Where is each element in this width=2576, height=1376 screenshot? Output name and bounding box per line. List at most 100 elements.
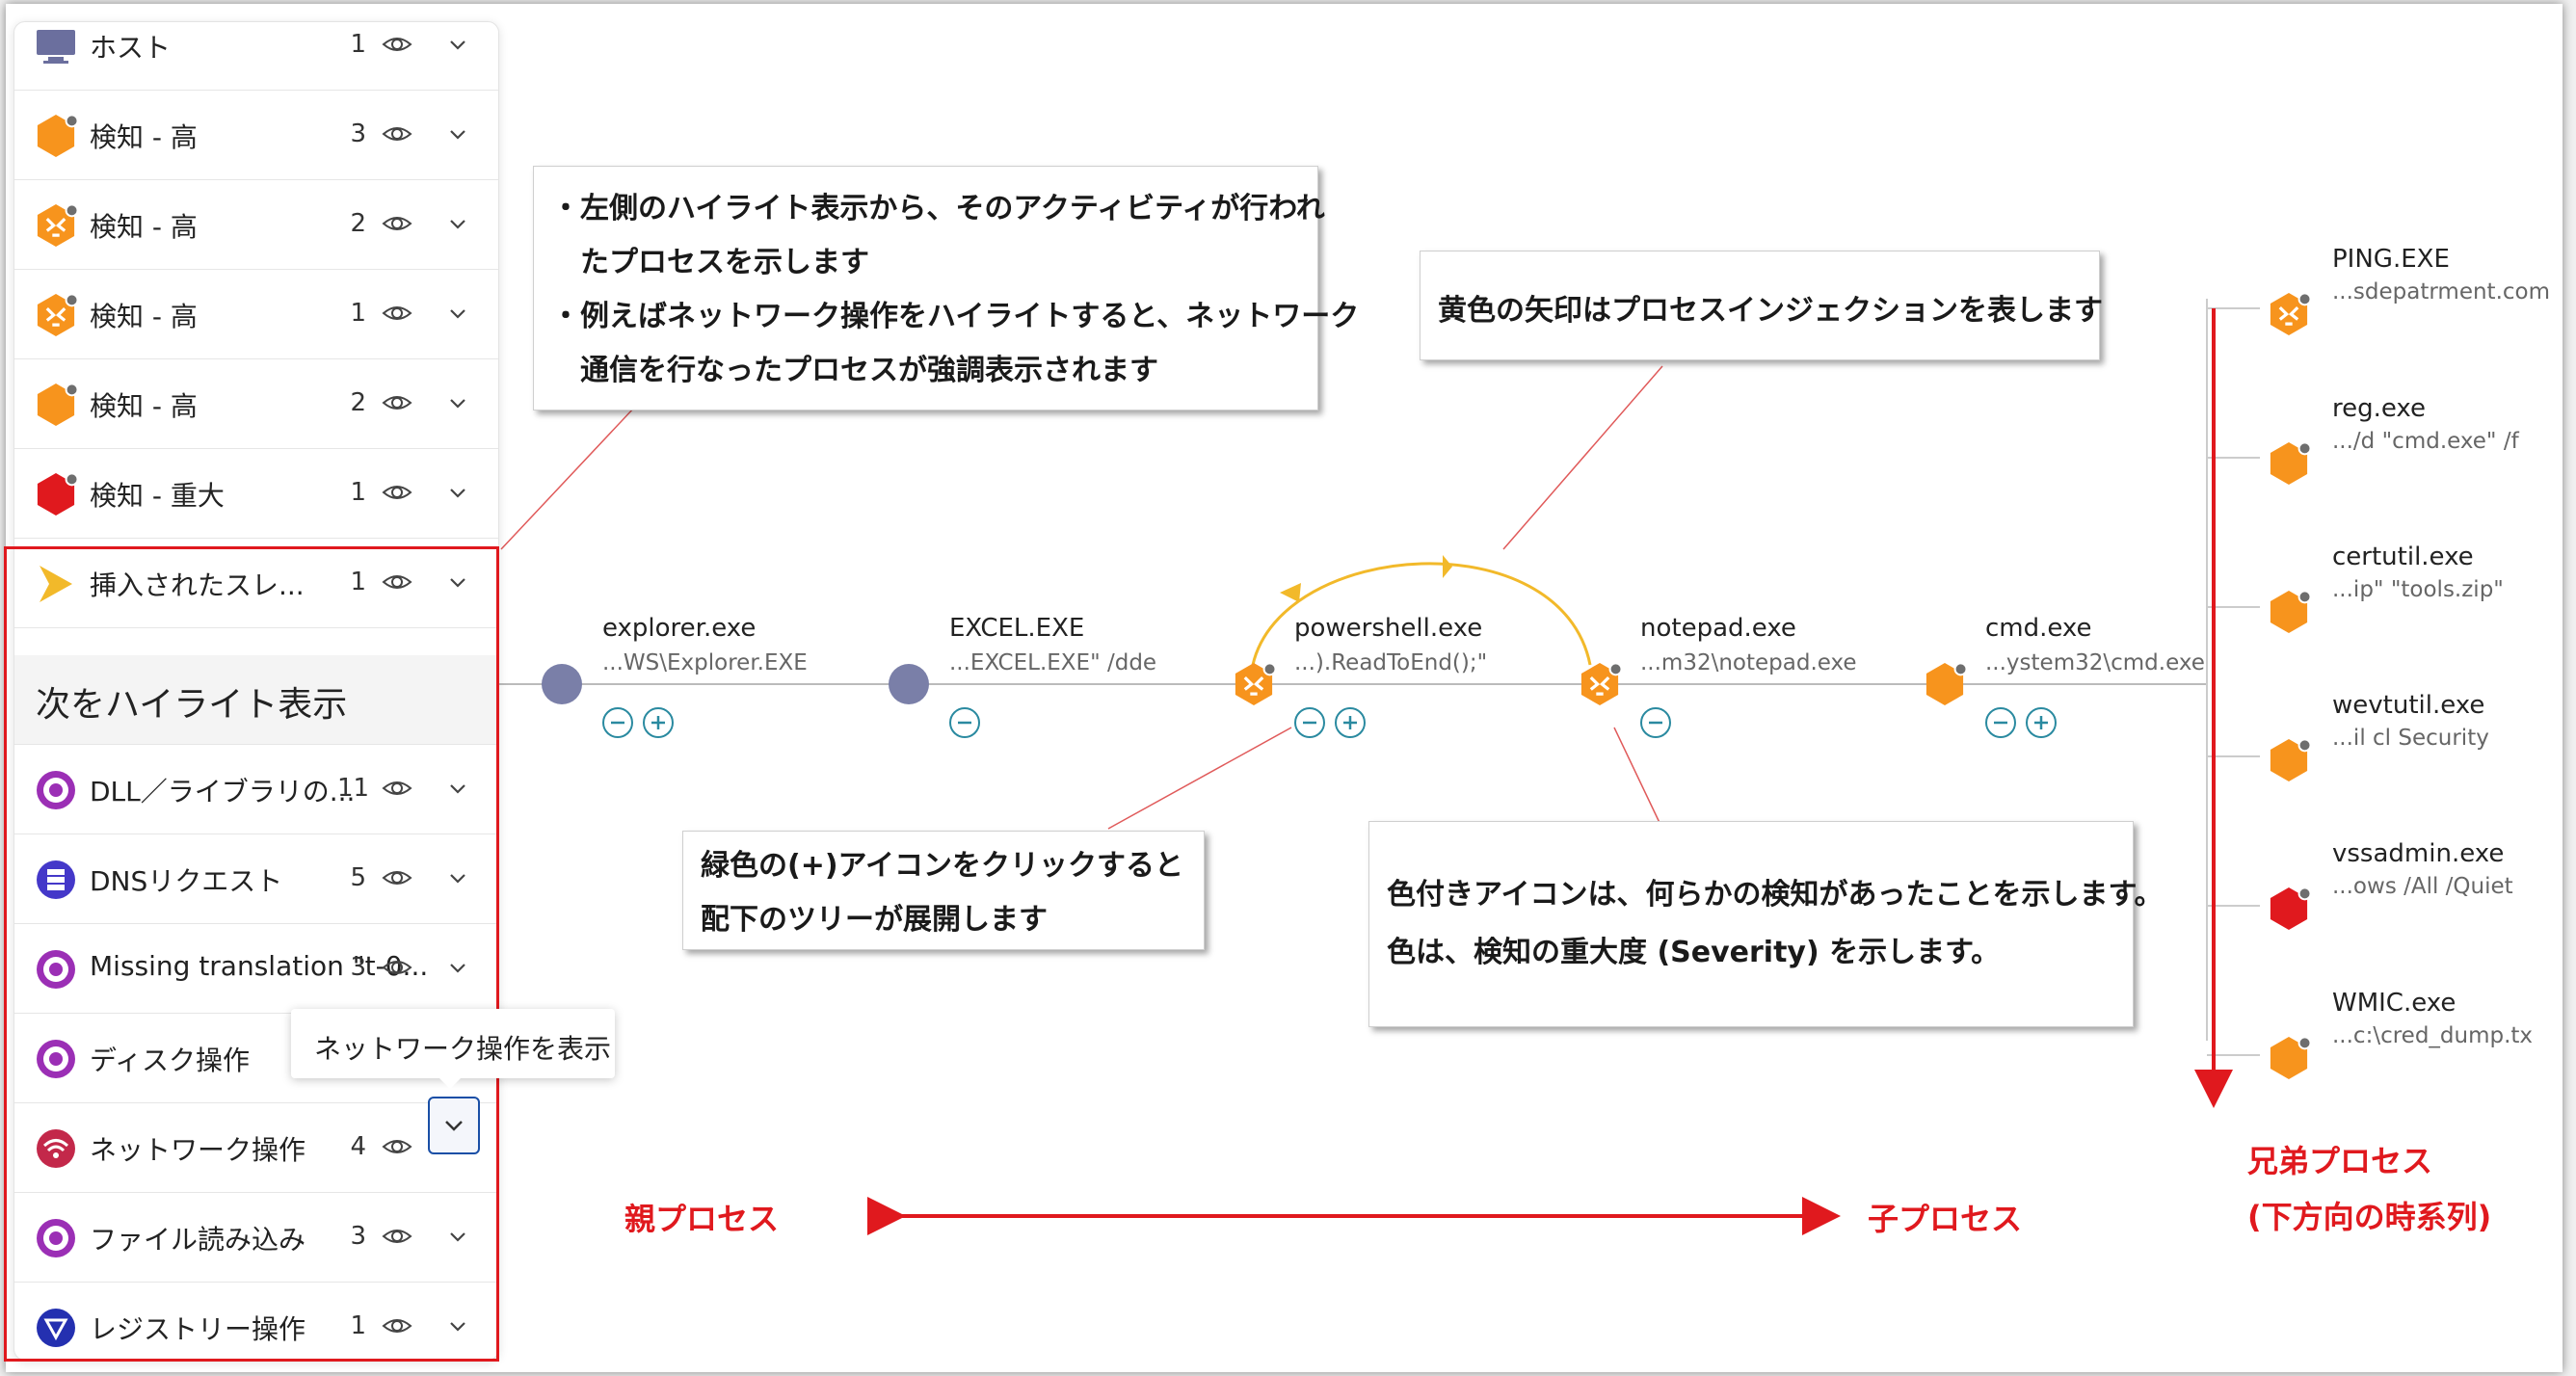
child-process-label: 子プロセス	[1868, 1201, 2023, 1237]
sibling-process-cmdline: ...il cl Security	[2332, 726, 2489, 751]
eye-icon[interactable]	[381, 386, 413, 419]
callout-expand-note: 緑色の(+)アイコンをクリックすると 配下のツリーが展開します	[682, 831, 1205, 950]
process-node-hexagon-red-icon[interactable]	[2267, 886, 2312, 935]
highlight-row[interactable]: ホスト 1	[14, 22, 498, 91]
process-node-gray-circle-icon[interactable]	[887, 662, 931, 710]
hexagon-orange-icon	[34, 383, 79, 427]
sibling-process-name[interactable]: wevtutil.exe	[2332, 691, 2485, 720]
chevron-down-icon[interactable]	[443, 478, 472, 507]
process-name[interactable]: EXCEL.EXE	[949, 614, 1085, 643]
process-node-hexagon-tiger-orange-icon[interactable]	[1578, 662, 1623, 710]
row-count: 3	[350, 1222, 366, 1251]
process-name[interactable]: powershell.exe	[1294, 614, 1483, 643]
sibling-process-name[interactable]: certutil.exe	[2332, 542, 2474, 571]
row-label: ディスク操作	[90, 1045, 251, 1076]
row-count: 5	[350, 863, 366, 892]
highlight-row[interactable]: Missing translation "t-0...3	[14, 924, 498, 1014]
chevron-down-icon[interactable]	[443, 209, 472, 238]
process-node-hexagon-orange-icon[interactable]	[2267, 1036, 2312, 1084]
eye-icon[interactable]	[381, 1220, 413, 1253]
process-name[interactable]: notepad.exe	[1640, 614, 1796, 643]
process-cmdline: ...).ReadToEnd();"	[1294, 650, 1488, 675]
eye-icon[interactable]	[381, 1130, 413, 1163]
highlight-row[interactable]: 挿入されたスレ...1	[14, 539, 498, 628]
chevron-down-icon[interactable]	[443, 30, 472, 59]
process-node-gray-circle-icon[interactable]	[540, 662, 584, 710]
row-count: 11	[337, 774, 370, 803]
eye-icon[interactable]	[381, 951, 413, 984]
row-label: DNSリクエスト	[90, 865, 283, 897]
chevron-down-icon[interactable]	[443, 953, 472, 982]
eye-icon[interactable]	[381, 297, 413, 330]
eye-icon[interactable]	[381, 118, 413, 150]
eye-icon[interactable]	[381, 566, 413, 598]
collapse-tree-icon[interactable]	[1983, 705, 2018, 740]
process-name[interactable]: cmd.exe	[1985, 614, 2092, 643]
chevron-down-icon[interactable]	[443, 1311, 472, 1340]
process-node-hexagon-orange-icon[interactable]	[1923, 662, 1968, 710]
row-label: 検知 - 高	[90, 121, 198, 153]
chevron-down-icon[interactable]	[443, 1222, 472, 1251]
eye-icon[interactable]	[381, 207, 413, 240]
network-ops-expand-button[interactable]	[428, 1097, 480, 1154]
sibling-process-cmdline: .../d "cmd.exe" /f	[2332, 429, 2519, 454]
sibling-process-name[interactable]: reg.exe	[2332, 394, 2427, 423]
highlight-row[interactable]: ディスク操作	[14, 1014, 498, 1103]
tooltip-show-network-ops: ネットワーク操作を表示	[291, 1009, 615, 1078]
row-count: 2	[350, 388, 366, 417]
chevron-down-icon[interactable]	[443, 568, 472, 596]
expand-tree-icon[interactable]	[2024, 705, 2058, 740]
eye-icon[interactable]	[381, 861, 413, 894]
process-node-hexagon-tiger-orange-icon[interactable]	[2267, 292, 2312, 340]
process-node-hexagon-tiger-orange-icon[interactable]	[1232, 662, 1277, 710]
expand-tree-icon[interactable]	[1333, 705, 1368, 740]
collapse-tree-icon[interactable]	[1638, 705, 1673, 740]
chevron-down-icon[interactable]	[443, 299, 472, 328]
hexagon-tiger-orange-icon	[34, 203, 79, 248]
collapse-tree-icon[interactable]	[600, 705, 635, 740]
highlight-row[interactable]: DLL／ライブラリの...11	[14, 745, 498, 834]
sibling-process-name[interactable]: WMIC.exe	[2332, 989, 2456, 1018]
process-name[interactable]: explorer.exe	[602, 614, 757, 643]
eye-icon[interactable]	[381, 28, 413, 61]
row-label: ホスト	[90, 32, 172, 64]
row-count: 1	[350, 1311, 366, 1340]
highlight-row[interactable]: ファイル読み込み 3	[14, 1193, 498, 1283]
row-label: ファイル読み込み	[90, 1224, 306, 1256]
expand-tree-icon[interactable]	[641, 705, 676, 740]
collapse-tree-icon[interactable]	[947, 705, 982, 740]
chevron-down-icon[interactable]	[443, 774, 472, 803]
chevron-down-icon[interactable]	[443, 119, 472, 148]
eye-icon[interactable]	[381, 772, 413, 805]
chevron-down-icon[interactable]	[443, 863, 472, 892]
purple-target-icon	[34, 947, 78, 992]
row-label: 検知 - 高	[90, 211, 198, 243]
sibling-process-name[interactable]: PING.EXE	[2332, 245, 2450, 274]
parent-process-label: 親プロセス	[624, 1201, 780, 1237]
highlight-header: 次をハイライト表示	[14, 655, 498, 745]
sibling-process-cmdline: ...ows /All /Quiet	[2332, 874, 2513, 899]
eye-icon[interactable]	[381, 476, 413, 509]
process-node-hexagon-orange-icon[interactable]	[2267, 441, 2312, 490]
row-count: 1	[350, 30, 366, 59]
process-cmdline: ...m32\notepad.exe	[1640, 650, 1857, 675]
sibling-process-name[interactable]: vssadmin.exe	[2332, 839, 2505, 868]
row-count: 3	[350, 953, 366, 982]
chevron-down-icon[interactable]	[443, 388, 472, 417]
eye-icon[interactable]	[381, 1310, 413, 1342]
collapse-tree-icon[interactable]	[1292, 705, 1327, 740]
row-count: 1	[350, 299, 366, 328]
process-node-hexagon-orange-icon[interactable]	[2267, 590, 2312, 638]
process-node-hexagon-orange-icon[interactable]	[2267, 738, 2312, 786]
highlight-row[interactable]: DNSリクエスト 5	[14, 834, 498, 924]
sibling-process-cmdline: ...c:\cred_dump.tx	[2332, 1023, 2534, 1048]
sibling-process-cmdline: ...sdepatrment.com	[2332, 279, 2551, 304]
